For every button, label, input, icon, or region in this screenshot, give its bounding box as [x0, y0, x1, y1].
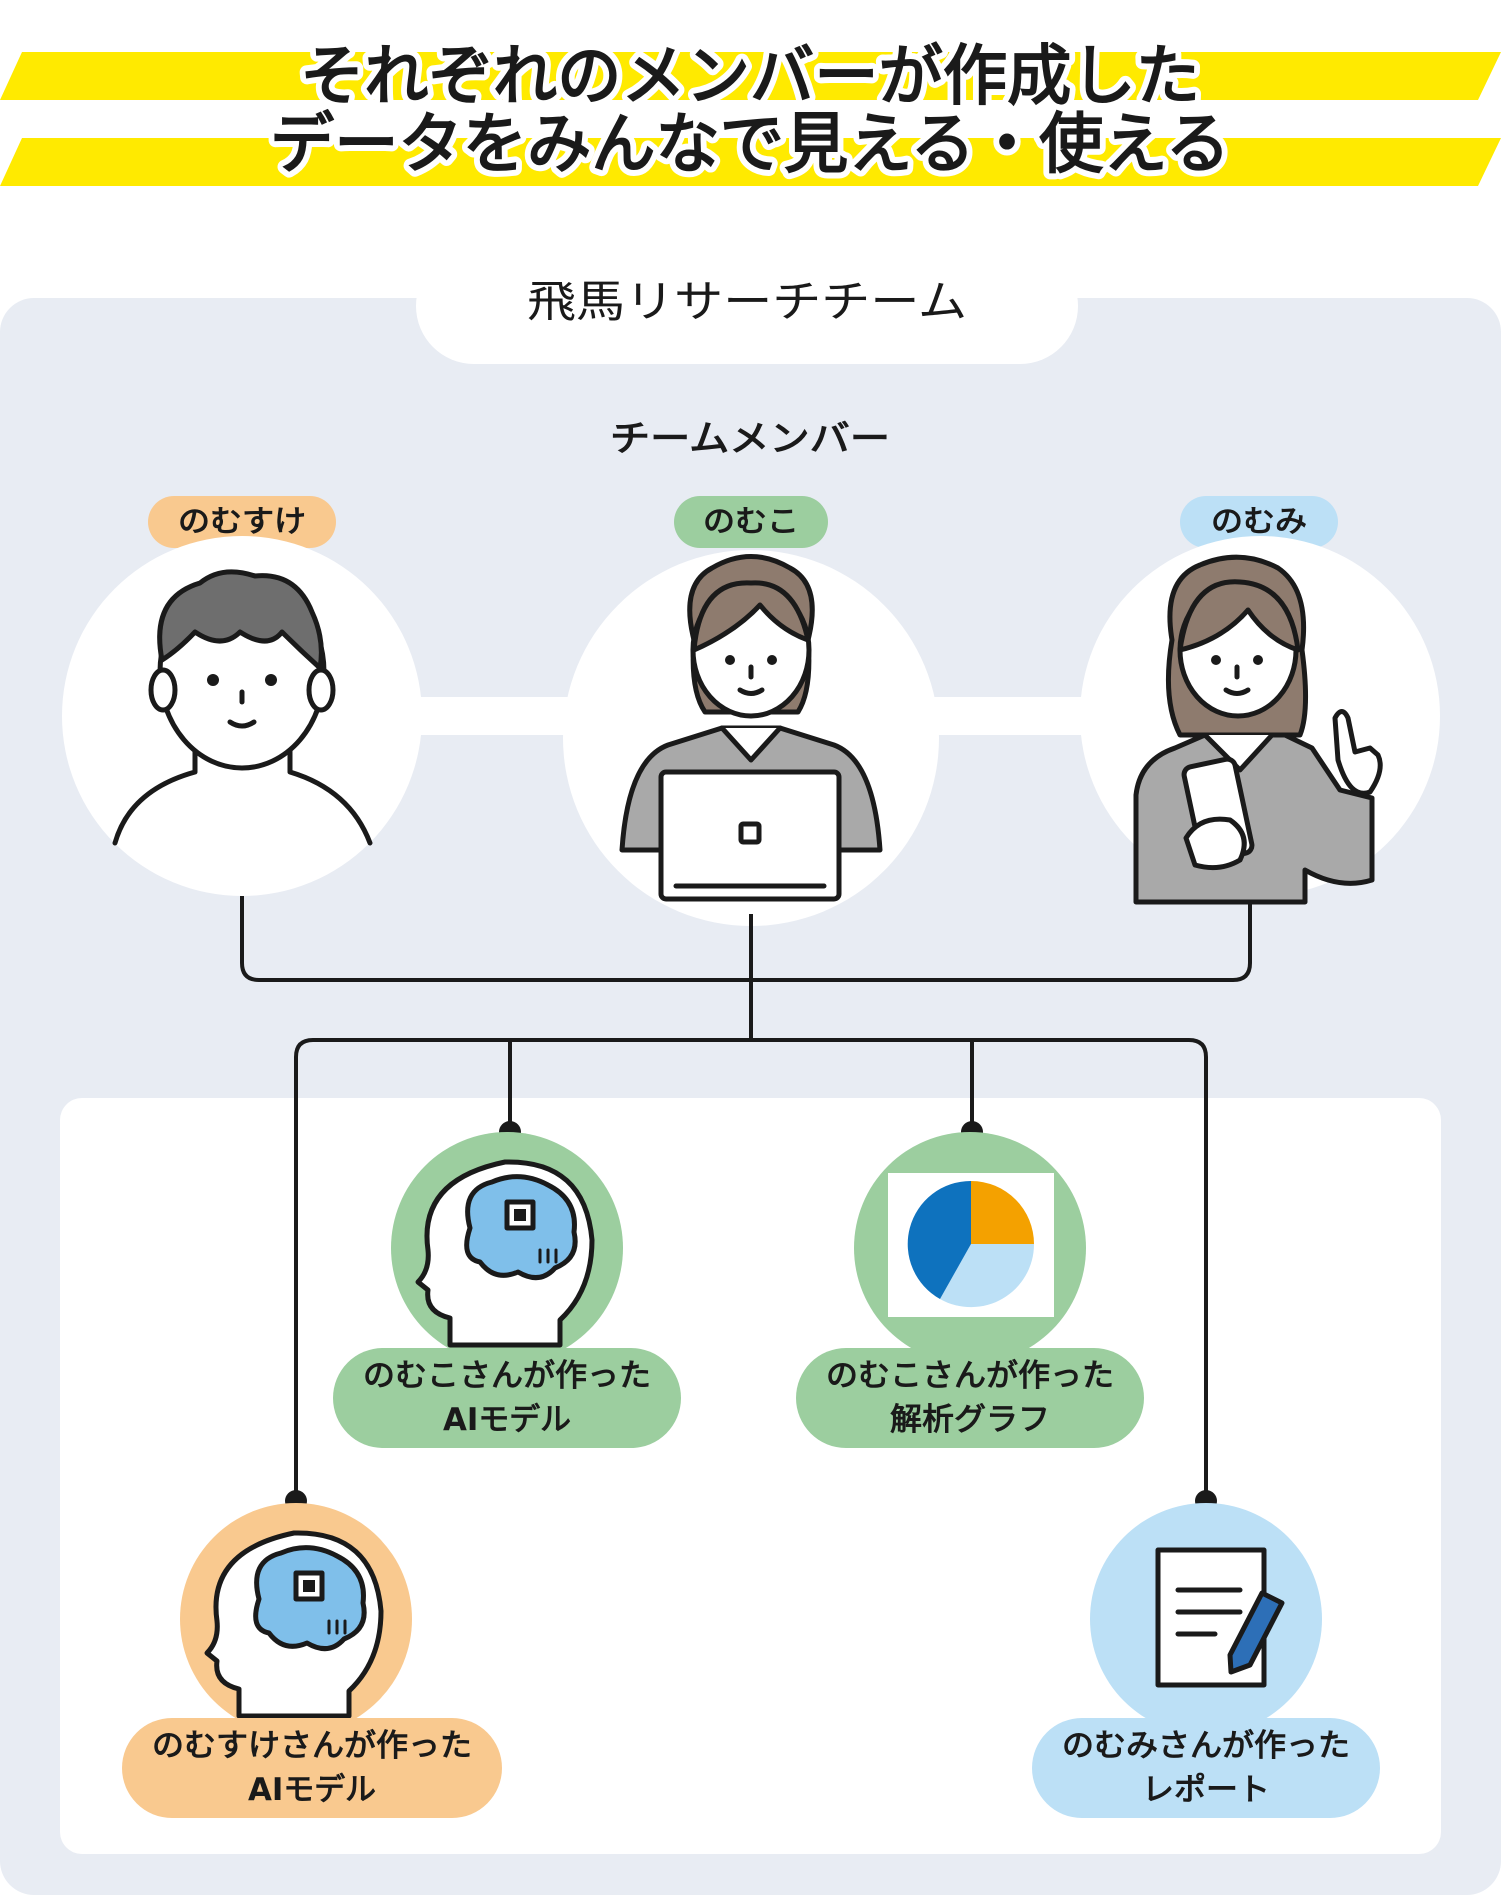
- person-icon: [1133, 554, 1383, 905]
- brain-chip-icon: [415, 1159, 595, 1348]
- artifact-label-line-2: AIモデル: [443, 1402, 571, 1438]
- team-name-tab: [416, 248, 1078, 364]
- artifact-label-pill: [122, 1718, 502, 1818]
- artifact-label-line-2: レポート: [1142, 1772, 1270, 1808]
- artifact-label-pill: [333, 1348, 681, 1448]
- artifact-label-line-1: のむこさんが作った: [826, 1358, 1114, 1394]
- member-name-pill: [674, 496, 828, 548]
- artifact-label-line-2: 解析グラフ: [890, 1402, 1050, 1438]
- person-icon: [112, 569, 373, 846]
- artifact-label-line-2: AIモデル: [248, 1772, 376, 1808]
- highlight-band-1: [0, 52, 1501, 100]
- artifact-nomuko-ai-model: のむこさんが作った AIモデル: [333, 1132, 681, 1448]
- artifact-nomuko-analysis-graph: のむこさんが作った 解析グラフ: [796, 1132, 1144, 1448]
- pie-chart-icon: [888, 1173, 1054, 1317]
- member-name-pill: [148, 496, 336, 548]
- tree-connectors: [240, 896, 1252, 1500]
- team-name: 飛馬リサーチチーム: [527, 277, 967, 328]
- artifact-nomusuke-ai-model: のむすけさんが作った AIモデル: [122, 1503, 502, 1818]
- member-name-pill: [1180, 496, 1338, 548]
- member-name: のむすけ: [178, 505, 306, 540]
- artifact-label-line-1: のむこさんが作った: [363, 1358, 651, 1394]
- highlight-band-2: [0, 138, 1501, 186]
- document-pen-icon: [1155, 1547, 1285, 1688]
- laptop-icon: [658, 769, 842, 902]
- artifact-label-line-1: のむすけさんが作った: [152, 1728, 472, 1764]
- headline-line-2: データをみんなで見える・使える: [270, 106, 1230, 183]
- member-name: のむみ: [1211, 505, 1307, 540]
- artifact-label-line-1: のむみさんが作った: [1062, 1728, 1350, 1764]
- headline: それぞれのメンバーが作成した データをみんなで見える・使える: [0, 32, 1501, 189]
- members-heading: チームメンバー: [610, 419, 890, 460]
- member-name: のむこ: [703, 505, 799, 540]
- person-icon: [619, 554, 883, 902]
- headline-line-1: それぞれのメンバーが作成した: [300, 38, 1200, 115]
- member-nomuko: のむこ: [563, 496, 939, 926]
- member-nomumi: のむみ: [1080, 496, 1440, 905]
- member-nomusuke: のむすけ: [62, 496, 422, 896]
- artifact-label-pill: [1032, 1718, 1380, 1818]
- artifact-nomumi-report: のむみさんが作った レポート: [1032, 1503, 1380, 1818]
- brain-chip-icon: [204, 1530, 384, 1719]
- artifact-label-pill: [796, 1348, 1144, 1448]
